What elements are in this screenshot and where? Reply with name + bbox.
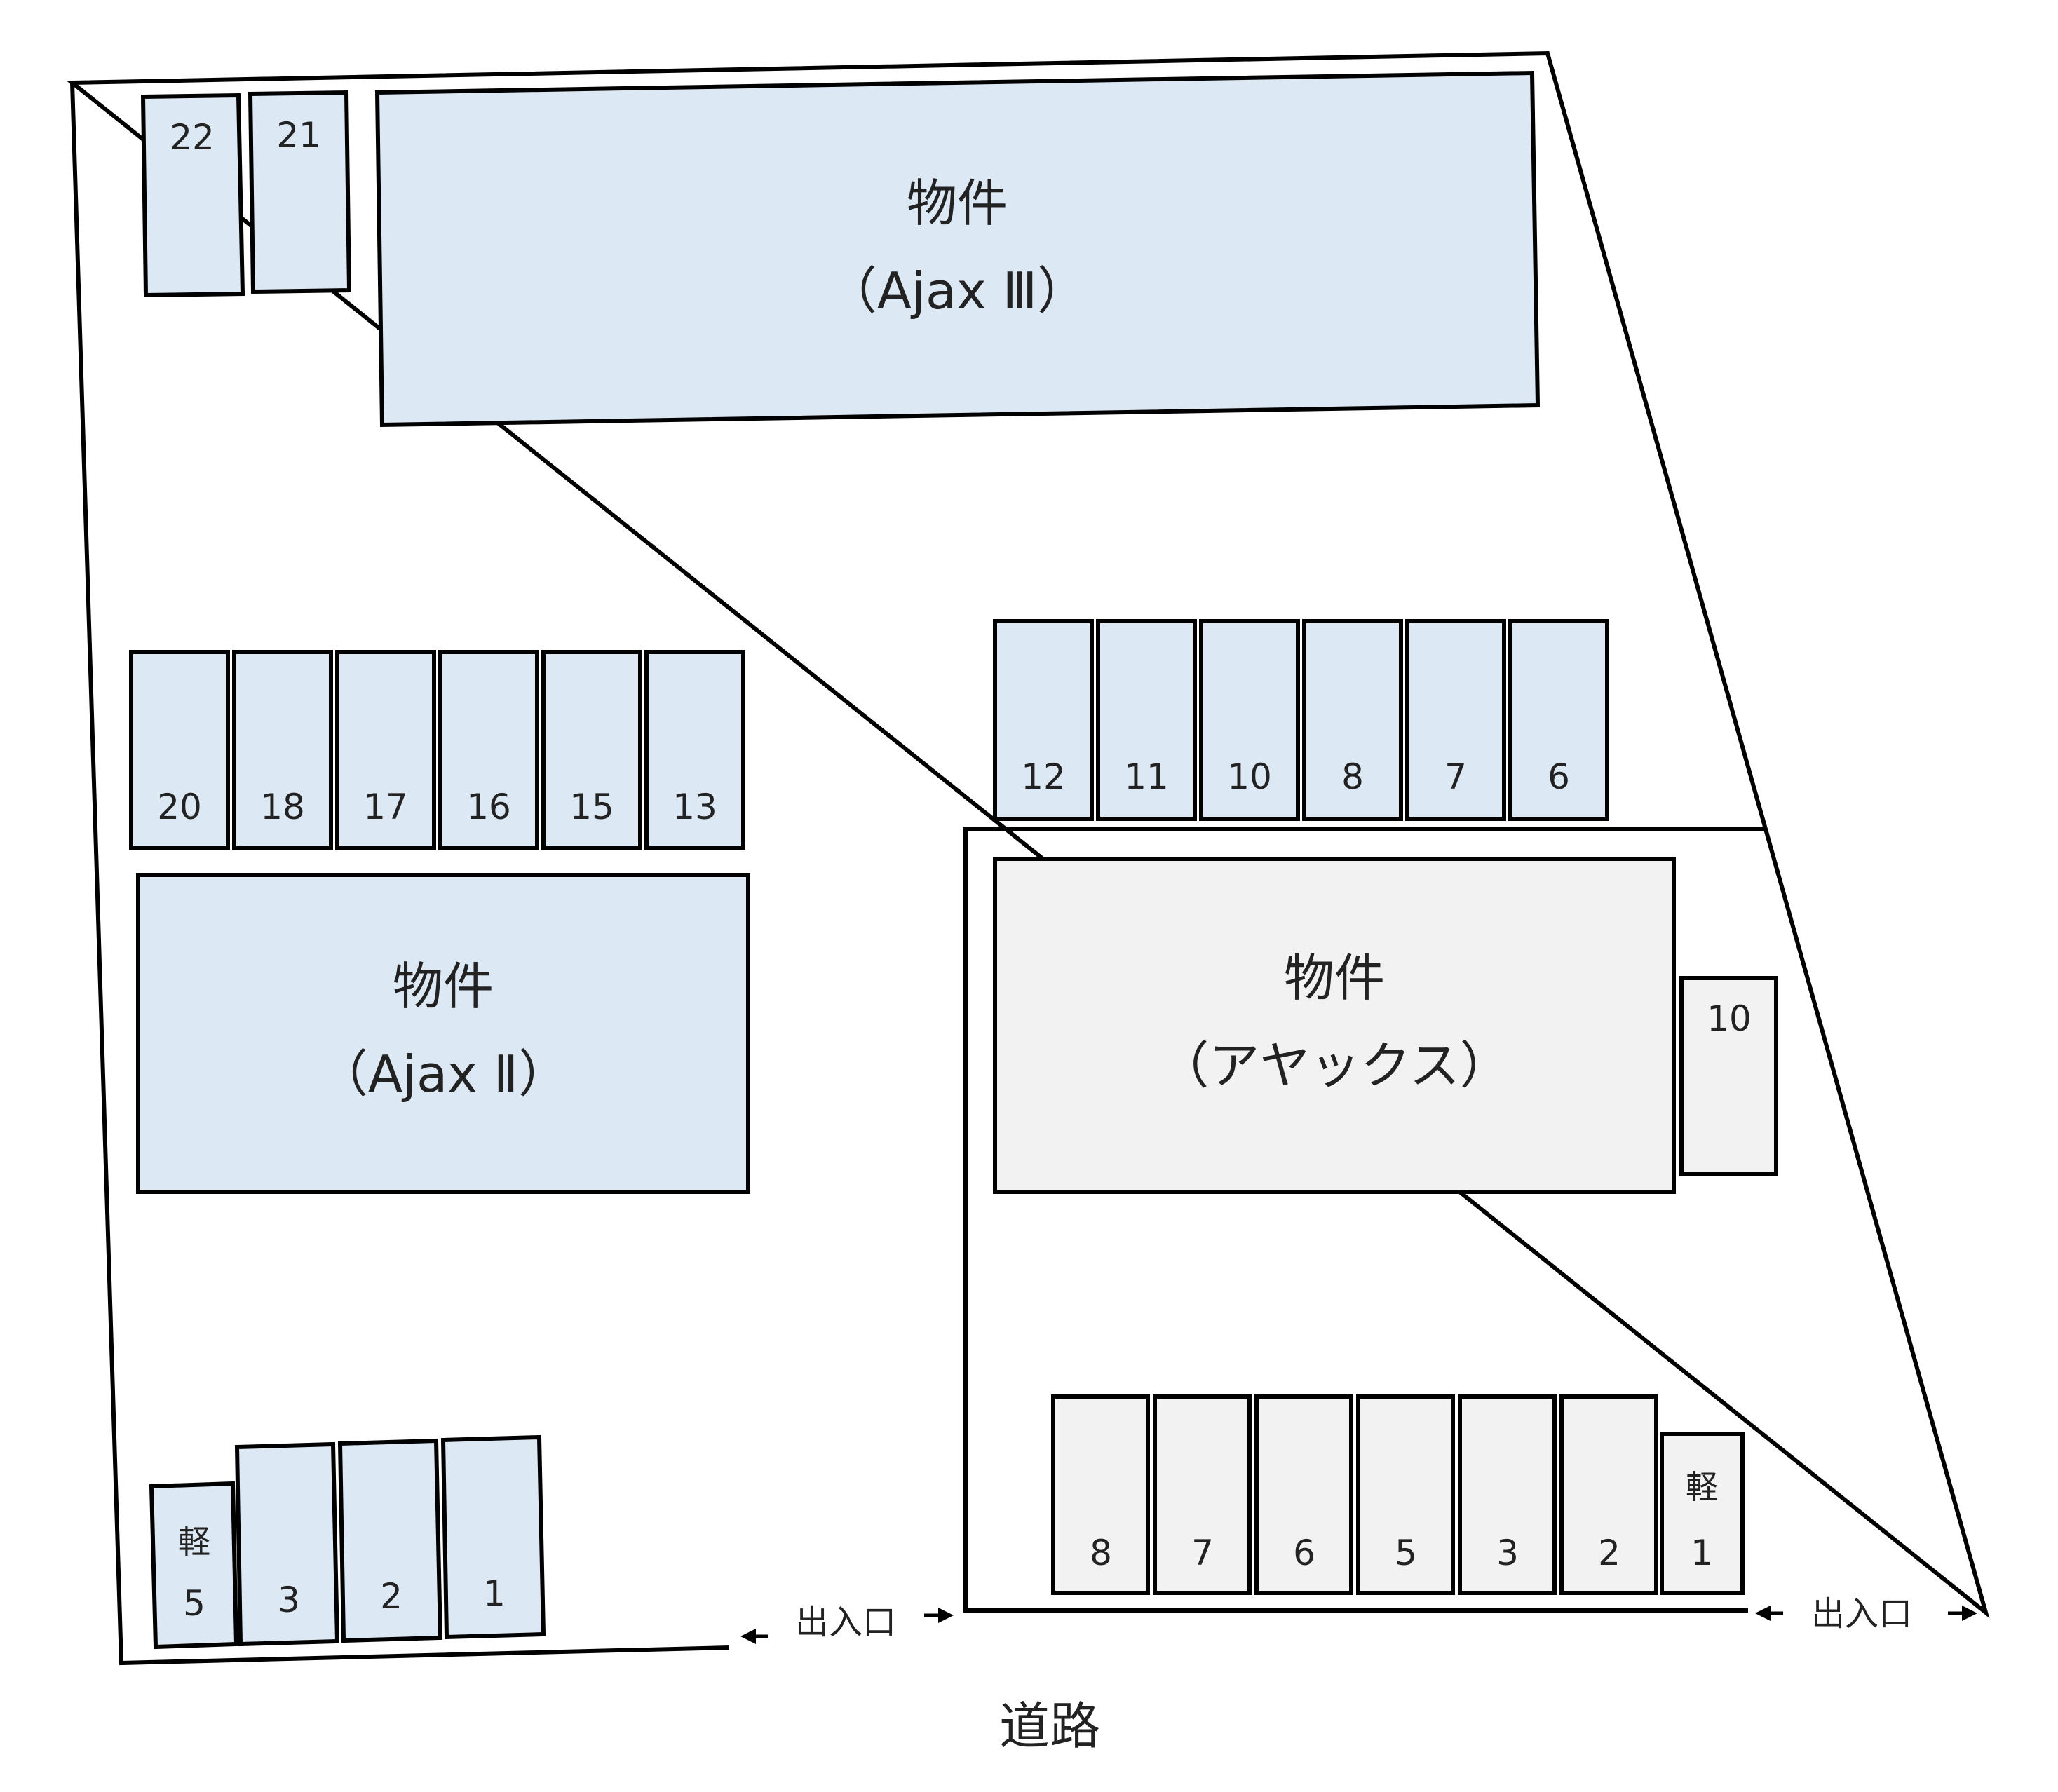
slot-16: 16: [438, 650, 539, 850]
building-subname: （Ajax Ⅱ）: [318, 1045, 569, 1104]
slot-number: 15: [569, 787, 614, 827]
slot-number: 17: [363, 787, 408, 827]
slot-br-3: 3: [1458, 1394, 1557, 1595]
lot-outline-left: [70, 82, 730, 1666]
building-subname: （アヤックス）: [1158, 1036, 1510, 1095]
building-ajax-2: 物件 （Ajax Ⅱ）: [136, 873, 750, 1194]
slot-br-8: 8: [1051, 1394, 1150, 1595]
slot-18: 18: [232, 650, 333, 850]
slot-br-6: 6: [1254, 1394, 1353, 1595]
slot-number: 8: [1090, 1533, 1112, 1573]
slot-kei-1: 軽 1: [1660, 1432, 1745, 1595]
slot-number: 2: [1598, 1533, 1620, 1573]
slot-number: 10: [1227, 756, 1272, 797]
slot-number: 1: [483, 1573, 506, 1614]
slot-number: 7: [1444, 756, 1467, 797]
slot-15: 15: [541, 650, 642, 850]
slot-number: 18: [260, 787, 305, 827]
slot-number: 3: [278, 1580, 300, 1620]
slot-number: 8: [1341, 756, 1364, 797]
slot-br-7: 7: [1153, 1394, 1252, 1595]
slot-number: 13: [672, 787, 717, 827]
slot-7: 7: [1405, 619, 1506, 821]
entrance-label: 出入口: [1811, 1594, 1912, 1634]
slot-number: 1: [1691, 1533, 1713, 1573]
slot-number: 2: [380, 1576, 402, 1617]
slot-number: 3: [1496, 1533, 1519, 1573]
slot-ayax-10: 10: [1679, 976, 1778, 1176]
slot-number: 21: [276, 115, 321, 156]
ayax-lot-outline: [963, 827, 1766, 1613]
building-ajax-3: 物件 （Ajax Ⅲ）: [374, 70, 1541, 428]
slot-kei-5: 軽 5: [149, 1481, 239, 1650]
slot-number: 11: [1124, 756, 1169, 797]
building-name: 物件: [393, 957, 494, 1016]
slot-number: 20: [157, 787, 202, 827]
slot-22: 22: [140, 93, 245, 298]
building-name: 物件: [1284, 949, 1385, 1007]
slot-20: 20: [129, 650, 230, 850]
building-ayax: 物件 （アヤックス）: [993, 857, 1676, 1194]
slot-number: 12: [1021, 756, 1066, 797]
arrow-right-icon: [1962, 1606, 1977, 1621]
building-subname: （Ajax Ⅲ）: [827, 262, 1088, 320]
slot-number: 6: [1293, 1533, 1315, 1573]
building-name: 物件: [907, 174, 1008, 233]
road-label: 道路: [999, 1697, 1100, 1756]
slot-br-2: 2: [1559, 1394, 1658, 1595]
slot-11: 11: [1096, 619, 1197, 821]
slot-6: 6: [1508, 619, 1609, 821]
slot-kei-label: 軽: [178, 1523, 210, 1561]
slot-br-5: 5: [1356, 1394, 1455, 1595]
slot-8: 8: [1302, 619, 1403, 821]
slot-number: 22: [170, 117, 215, 158]
arrow-left-icon: [1755, 1606, 1771, 1621]
entrance-label: 出入口: [795, 1603, 896, 1642]
slot-number: 10: [1707, 998, 1752, 1039]
slot-12: 12: [993, 619, 1094, 821]
slot-10: 10: [1199, 619, 1300, 821]
slot-17: 17: [335, 650, 436, 850]
slot-number: 7: [1191, 1533, 1214, 1573]
slot-13: 13: [644, 650, 745, 850]
slot-number: 16: [466, 787, 511, 827]
slot-number: 6: [1548, 756, 1570, 797]
slot-kei-label: 軽: [1686, 1468, 1718, 1506]
slot-bl-1: 1: [440, 1434, 546, 1640]
slot-21: 21: [248, 90, 352, 294]
slot-bl-3: 3: [234, 1441, 340, 1647]
entrance-right: 出入口: [1755, 1594, 1977, 1634]
lot-outline: [66, 50, 1990, 1619]
slot-number: 5: [1395, 1533, 1417, 1573]
arrow-right-icon: [938, 1608, 954, 1623]
slot-bl-2: 2: [337, 1438, 443, 1643]
entrance-left: 出入口: [740, 1603, 954, 1644]
slot-number: 5: [183, 1583, 205, 1624]
arrow-left-icon: [740, 1629, 756, 1644]
